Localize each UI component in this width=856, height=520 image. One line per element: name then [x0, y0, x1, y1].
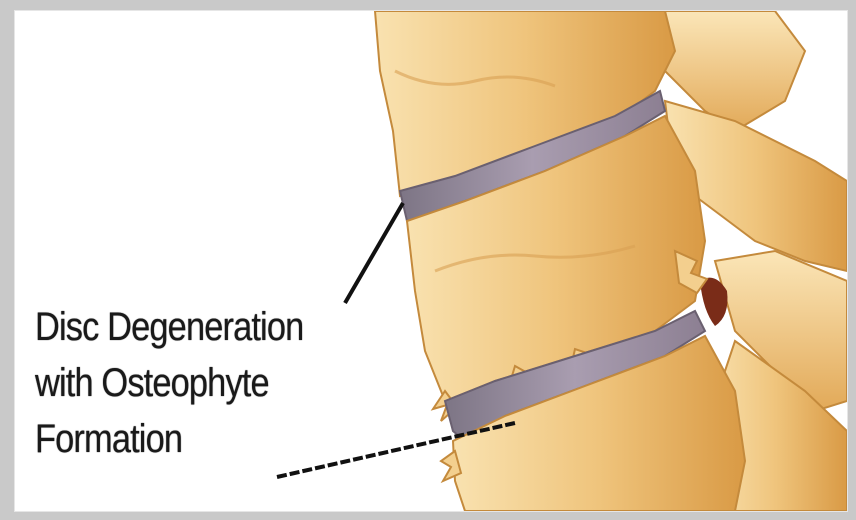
- caption-line-1: Disc Degeneration: [35, 299, 362, 355]
- illustration-panel: Disc Degeneration with Osteophyte Format…: [14, 10, 848, 512]
- caption-line-2: with Osteophyte: [35, 355, 362, 411]
- caption-line-3: Formation: [35, 411, 362, 467]
- diagram-caption: Disc Degeneration with Osteophyte Format…: [35, 299, 362, 467]
